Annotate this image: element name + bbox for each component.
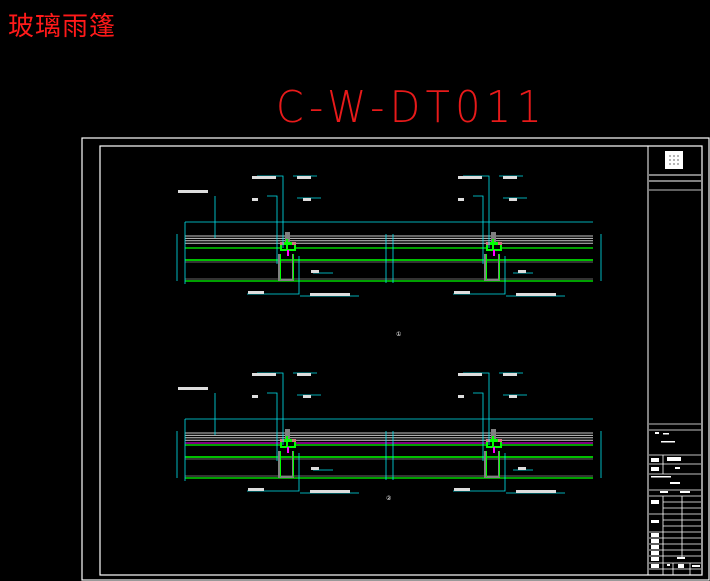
detail-2-callout-text [252,395,258,398]
detail-1-callout-text [252,176,268,179]
detail-1-callout-leader [473,195,484,264]
detail-2-callout-text [503,373,517,376]
detail-2-joint-b-inner-left [486,451,487,477]
detail-1-callout-text [516,293,556,296]
detail-1-callout-text [311,270,319,273]
detail-1-joint-b-bracket-bottom [484,279,500,281]
detail-2-callout-leader [453,453,506,492]
detail-1-callout-leader [257,175,284,248]
detail-1-callout-leader [267,195,278,264]
detail-1-joint-b-bracket-left [484,254,486,281]
title-block-table [649,429,701,575]
detail-2-joint-b-gasket-right [498,439,502,442]
detail-1-joint-b-gasket-right [498,242,502,245]
detail-marker-2: ② [386,495,392,502]
detail-1-callout-text [458,176,474,179]
detail-2-callout-text [472,373,482,376]
detail-2-callout-text [248,488,264,491]
detail-2-joint-b-bracket-left [484,451,486,478]
detail-1-joint-a-bracket-bottom [278,279,294,281]
detail-1-callout-text [178,190,208,193]
sheet-outer-border [81,137,710,581]
detail-2-callout-text [516,490,556,493]
detail-1-callout-text [297,176,311,179]
detail-1-callout-leader [463,175,490,248]
detail-2-callout-text [178,387,208,390]
detail-2-joint-b-stem [492,436,494,448]
detail-2-callout-text [311,467,319,470]
detail-1-joint-a-sealant [287,250,289,256]
detail-1-callout-leader [247,256,300,295]
detail-2-joint-a-inner-right [293,451,294,477]
drawing-title-chinese: 玻璃雨篷 [8,12,117,42]
detail-1-joint-a-gasket-left [280,242,284,245]
detail-2-callout-text [518,467,526,470]
detail-2-joint-a-inner-left [280,451,281,477]
detail-1-callout-text [518,270,526,273]
detail-marker-1: ① [396,331,402,338]
drawing-code: C-W-DT011 [276,82,548,133]
detail-1-callout-text [472,176,482,179]
detail-2-joint-a-stem [286,436,288,448]
detail-2-callout-leader [267,392,278,461]
detail-2-callout-text [458,395,464,398]
detail-1-callout-leader [453,256,506,295]
detail-1-joint-a-bracket-left [278,254,280,281]
detail-2-joint-a-gasket-right [292,439,296,442]
detail-1-joint-b-inner-right [499,254,500,280]
detail-1-callout-text [509,198,517,201]
detail-2-callout-text [303,395,311,398]
detail-1-callout-text [252,198,258,201]
detail-1-callout-text [458,198,464,201]
detail-2-callout-text [266,373,276,376]
detail-1-callout-text [248,291,264,294]
detail-1-joint-b-sealant [493,250,495,256]
detail-1-callout-text [266,176,276,179]
detail-1-callout-text [303,198,311,201]
detail-1-callout-text [503,176,517,179]
detail-2-joint-b-gasket-left [486,439,490,442]
detail-2-joint-b-inner-right [499,451,500,477]
detail-1-joint-a-inner-right [293,254,294,280]
detail-2-callout-leader [247,453,300,492]
detail-2-joint-b-sealant [493,447,495,453]
detail-2-joint-a-bracket-bottom [278,476,294,478]
detail-2-joint-a-gasket-left [280,439,284,442]
detail-2-joint-a-sealant [287,447,289,453]
detail-2-callout-text [509,395,517,398]
detail-1-joint-b-gasket-left [486,242,490,245]
detail-1-joint-a-stem [286,239,288,251]
detail-1-joint-a-inner-left [280,254,281,280]
detail-2-callout-text [297,373,311,376]
detail-2-joint-a-bracket-left [278,451,280,478]
detail-1-joint-b-stem [492,239,494,251]
detail-2-callout-text [310,490,350,493]
detail-1-joint-b-inner-left [486,254,487,280]
detail-1-callout-text [454,291,470,294]
detail-2-callout-text [252,373,268,376]
sheet-inner-border [99,145,703,576]
detail-1-callout-text [310,293,350,296]
detail-2-callout-text [454,488,470,491]
detail-2-callout-text [458,373,474,376]
detail-2-callout-leader [257,372,284,445]
detail-2-callout-leader [463,372,490,445]
detail-1-joint-a-gasket-right [292,242,296,245]
detail-2-callout-leader [473,392,484,461]
detail-2-joint-b-bracket-bottom [484,476,500,478]
